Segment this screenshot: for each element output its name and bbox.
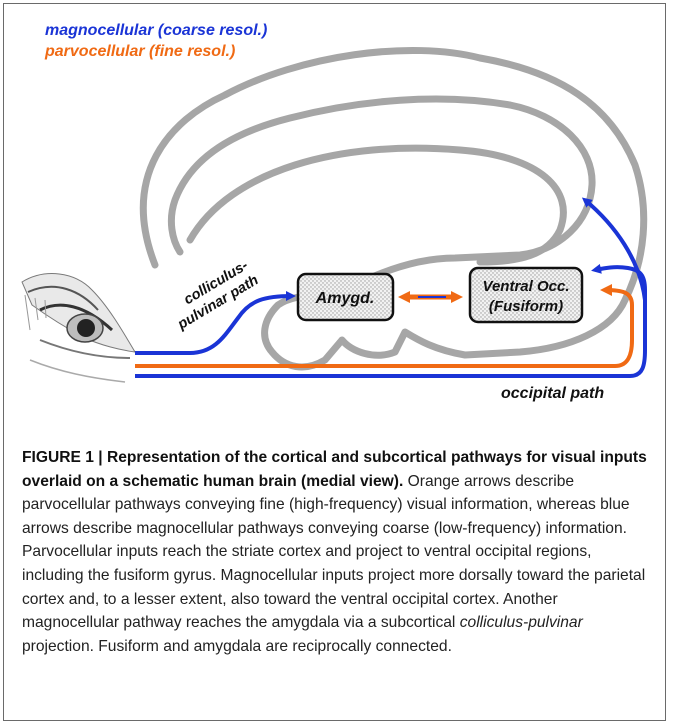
amygdala-label: Amygd. (315, 290, 375, 307)
fusiform-label-line2: (Fusiform) (489, 298, 563, 315)
fusiform-label-line1: Ventral Occ. (483, 278, 570, 295)
eye-illustration (22, 274, 135, 382)
diagram-svg: Amygd. Ventral Occ. (Fusiform) colliculu… (0, 0, 673, 420)
corpus-callosum-outline (190, 148, 563, 262)
brain-pathways-diagram: magnocellular (coarse resol.) parvocellu… (0, 0, 673, 420)
caption-text-part2: projection. Fusiform and amygdala are re… (22, 638, 452, 655)
figure-caption: FIGURE 1 | Representation of the cortica… (22, 446, 652, 658)
occipital-path-label: occipital path (501, 385, 604, 402)
dorsal-path-arrow (585, 200, 645, 300)
caption-italic-term: colliculus-pulvinar (460, 614, 583, 631)
colliculus-pulvinar-label: colliculus- pulvinar path (165, 257, 262, 334)
caption-text-part1: Orange arrows describe parvocellular pat… (22, 473, 645, 632)
